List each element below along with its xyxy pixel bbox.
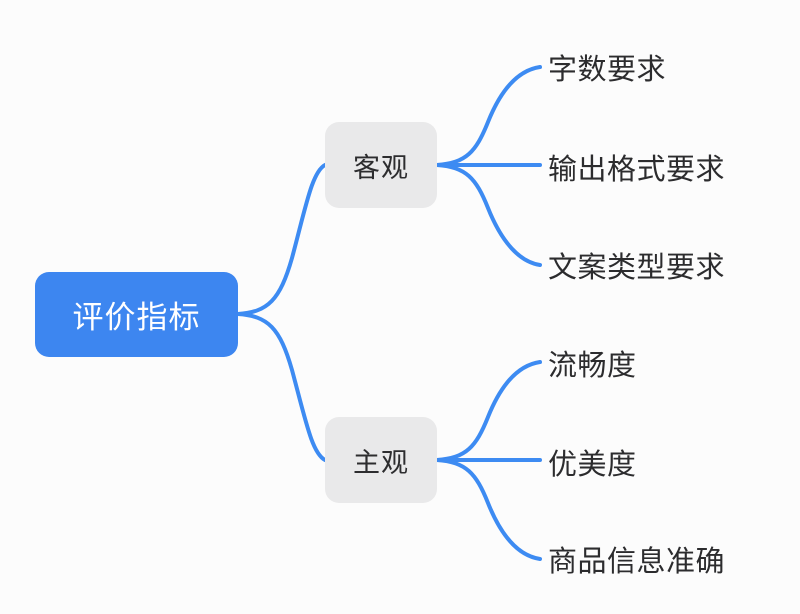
mindmap-leaf-label: 文案类型要求	[548, 252, 726, 284]
mindmap-leaf-label: 优美度	[548, 449, 637, 481]
mindmap-branch-label-objective: 客观	[353, 152, 409, 183]
mindmap-leaf-label: 输出格式要求	[548, 154, 726, 186]
connector-root-to-subjective	[236, 312, 327, 462]
mindmap-leaf-node[interactable]: 商品信息准确	[548, 537, 725, 581]
mindmap-leaf-node[interactable]: 流畅度	[548, 341, 637, 385]
mindmap-branch-node-objective[interactable]: 客观	[325, 122, 437, 208]
mindmap-leaf-node[interactable]: 文案类型要求	[548, 243, 725, 287]
mindmap-leaf-node[interactable]: 输出格式要求	[548, 145, 725, 189]
mindmap-leaf-label: 字数要求	[548, 54, 667, 86]
mindmap-leaf-label: 流畅度	[548, 350, 637, 382]
mindmap-leaf-label: 商品信息准确	[548, 546, 726, 578]
connector-subjective-to-leaf-3	[435, 360, 542, 462]
mindmap-branch-node-subjective[interactable]: 主观	[325, 417, 437, 503]
connector-root-to-objective	[236, 163, 327, 316]
connector-objective-to-leaf-2	[435, 163, 542, 267]
connector-subjective-to-leaf-5	[435, 458, 542, 561]
mindmap-branch-label-subjective: 主观	[353, 447, 409, 478]
mindmap-root-node[interactable]: 评价指标	[35, 272, 238, 357]
mindmap-leaf-node[interactable]: 优美度	[548, 440, 637, 484]
mindmap-root-label: 评价指标	[72, 300, 201, 335]
connector-objective-to-leaf-0	[435, 65, 542, 167]
mindmap-leaf-node[interactable]: 字数要求	[548, 45, 666, 89]
